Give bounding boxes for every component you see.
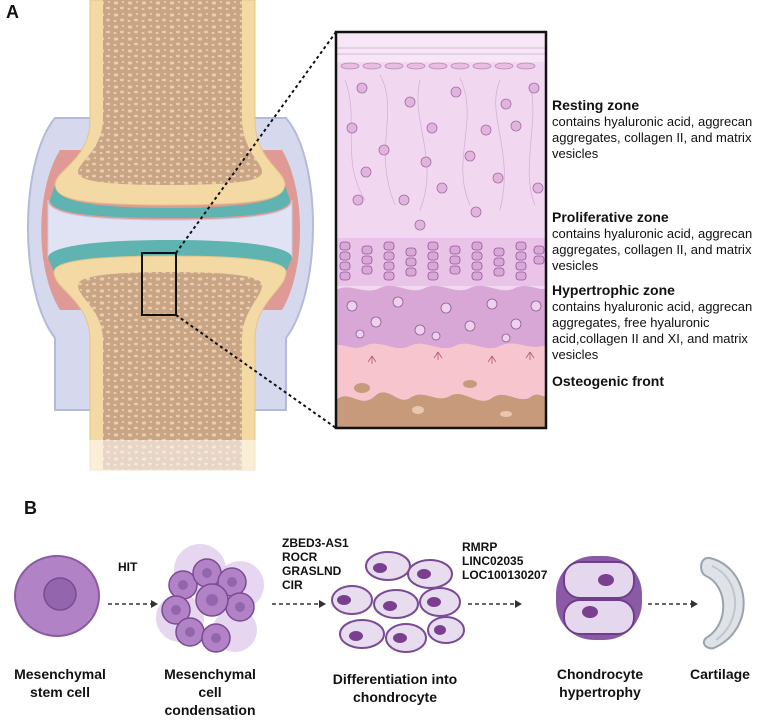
zone-resting: Resting zone contains hyaluronic acid, a… xyxy=(552,97,777,162)
stage-label-stem-cell: Mesenchymal stem cell xyxy=(14,666,106,700)
chondrocyte-cluster-icon xyxy=(331,551,465,653)
zone-hypertrophic: Hypertrophic zone contains hyaluronic ac… xyxy=(552,282,777,363)
zoom-box xyxy=(141,252,177,316)
zone-title: Resting zone xyxy=(552,97,640,113)
zone-description: contains hyaluronic acid, aggrecan aggre… xyxy=(552,114,753,161)
stem-cell-icon xyxy=(14,555,100,637)
zone-osteogenic: Osteogenic front xyxy=(552,373,664,390)
growth-plate-zoom xyxy=(334,30,548,430)
stage-label-differentiation: Differentiation into chondrocyte xyxy=(332,671,458,705)
panel-label-b: B xyxy=(24,498,37,518)
factor-label-1: HIT xyxy=(118,560,138,574)
cartilage-icon xyxy=(700,556,745,650)
zone-proliferative: Proliferative zone contains hyaluronic a… xyxy=(552,209,777,274)
cell-condensation-icon xyxy=(156,544,264,653)
hypertrophic-chondrocyte-icon xyxy=(556,556,642,640)
upper-bone-spongy xyxy=(78,0,262,185)
lower-bone-spongy xyxy=(78,272,262,470)
zone-title: Osteogenic front xyxy=(552,373,665,389)
panel-label-a: A xyxy=(6,2,19,22)
zone-description: contains hyaluronic acid, aggrecan aggre… xyxy=(552,299,753,362)
stage-label-condensation: Mesenchymal cell condensation xyxy=(164,666,256,718)
zone-description: contains hyaluronic acid, aggrecan aggre… xyxy=(552,226,753,273)
factor-label-2: ZBED3-AS1 ROCR GRASLND CIR xyxy=(282,536,349,592)
zone-title: Hypertrophic zone xyxy=(552,282,675,298)
upper-cartilage xyxy=(50,185,290,218)
stage-label-hypertrophy: Chondrocyte hypertrophy xyxy=(556,666,644,700)
stage-label-cartilage: Cartilage xyxy=(690,666,750,682)
zone-title: Proliferative zone xyxy=(552,209,669,225)
factor-label-3: RMRP LINC02035 LOC100130207 xyxy=(462,540,548,582)
